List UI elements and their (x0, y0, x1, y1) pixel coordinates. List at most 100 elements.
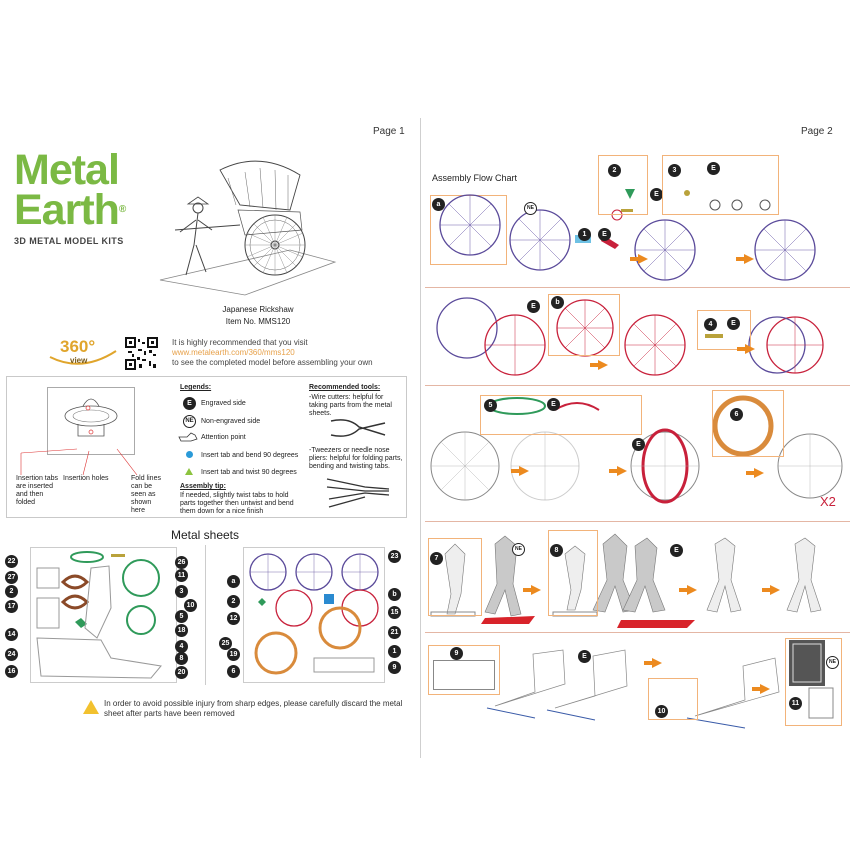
sheet-number-2b: 2 (227, 595, 240, 608)
step-10-marker: 10 (655, 705, 668, 718)
sheet-number-20: 20 (175, 666, 188, 679)
view-360-url-link[interactable]: www.metalearth.com/360/mms120 (172, 348, 295, 357)
view-360-swoosh-icon (49, 350, 117, 365)
step-6-marker: 6 (730, 408, 743, 421)
row1-e-marker-1: E (598, 228, 611, 241)
sheet-number-21: 21 (388, 626, 401, 639)
sheet-number-24: 24 (5, 648, 18, 661)
fold-lines-label: Fold lines can be seen as shown here (131, 475, 161, 514)
step-6-frame (712, 390, 784, 457)
legend-panel: Insertion tabs are inserted and then fol… (6, 376, 407, 518)
view-360-number: 360° (60, 337, 96, 356)
sheet-number-14: 14 (5, 628, 18, 641)
step-5-marker: 5 (484, 399, 497, 412)
flow-arrow-4 (737, 344, 755, 354)
sheet-number-23: 23 (388, 550, 401, 563)
row4-artwork (430, 533, 822, 628)
step-7-frame (428, 538, 482, 616)
step-a-marker: a (432, 198, 445, 211)
pliers-icon (326, 478, 390, 508)
sheet-number-8: 8 (175, 652, 188, 665)
row5-artwork (486, 640, 834, 729)
sheet-number-2: 2 (5, 585, 18, 598)
step-9-part (433, 660, 495, 690)
assembly-tip-title: Assembly tip: (180, 483, 226, 490)
metal-earth-logo: Metal Earth® 3D METAL MODEL KITS (14, 146, 126, 247)
insertion-tabs-label: Insertion tabs are inserted and then fol… (16, 475, 59, 506)
row-separator-4 (425, 632, 850, 633)
row-separator-3 (425, 521, 850, 522)
row3-artwork (430, 395, 843, 504)
view-360-badge[interactable]: 360° view (46, 337, 118, 369)
row1-e-marker-2: E (650, 188, 663, 201)
row-separator-2 (425, 385, 850, 386)
step-11-marker: 11 (789, 697, 802, 710)
flow-arrow-5 (511, 466, 529, 476)
green-triangle-icon (185, 468, 193, 475)
sheet-number-26: 26 (175, 556, 188, 569)
flow-arrow-2 (736, 254, 754, 264)
flow-arrow-8 (523, 585, 541, 595)
assembly-tip-text: If needed, slightly twist tabs to hold p… (180, 492, 294, 515)
sheet-number-27: 27 (5, 571, 18, 584)
tab-diagram-drawing (64, 398, 118, 437)
sheet-number-18: 18 (175, 624, 188, 637)
step-1-marker: 1 (578, 228, 591, 241)
engraved-side-icon: E (183, 397, 196, 410)
flow-arrow-11 (644, 658, 662, 668)
sheet-number-10: 10 (184, 599, 197, 612)
sheet-part-b: b (388, 588, 401, 601)
sheet-number-11: 11 (175, 569, 188, 582)
step-9-frame (428, 645, 500, 695)
flow-arrow-3 (590, 360, 608, 370)
sheet-number-17: 17 (5, 600, 18, 613)
sheet-number-6: 6 (227, 665, 240, 678)
flow-arrow-10 (762, 585, 780, 595)
step-9-marker: 9 (450, 647, 463, 660)
step-11-frame (785, 638, 842, 726)
row4-e-marker: E (670, 544, 683, 557)
view-360-line-1: It is highly recommended that you visit (172, 338, 308, 347)
step-2-marker: 2 (608, 164, 621, 177)
sheet-number-16: 16 (5, 665, 18, 678)
page-1-label: Page 1 (373, 126, 405, 137)
sheet-number-25: 25 (219, 637, 232, 650)
flow-arrow-7 (746, 468, 764, 478)
step-3-frame (662, 155, 779, 215)
sheet-number-15: 15 (388, 606, 401, 619)
page-divider (420, 118, 421, 758)
sheets-divider (205, 545, 206, 685)
step-10-frame (648, 678, 698, 720)
row4-ne-marker: NE (512, 543, 525, 556)
tools-title: Recommended tools: (309, 384, 381, 391)
sheet-number-9: 9 (388, 661, 401, 674)
legend-engraved-label: Engraved side (201, 400, 246, 407)
sheet-number-5: 5 (175, 610, 188, 623)
logo-subtitle: 3D METAL MODEL KITS (14, 236, 124, 246)
times-two-label: X2 (820, 494, 836, 509)
row-separator-1 (425, 287, 850, 288)
qr-code-icon[interactable] (125, 337, 158, 370)
legend-twist-label: Insert tab and twist 90 degrees (201, 469, 297, 476)
step-8-marker: 8 (550, 544, 563, 557)
step-7-marker: 7 (430, 552, 443, 565)
metal-sheet-right-parts (249, 553, 379, 675)
metal-sheets-title: Metal sheets (170, 528, 240, 542)
flow-arrow-1 (630, 254, 648, 264)
row2-e-marker-2: E (727, 317, 740, 330)
tool-tweezers: -Tweezers or needle nose pliers: helpful… (309, 447, 403, 470)
wire-cutters-icon (330, 419, 386, 437)
tab-diagram (47, 387, 135, 455)
step-3-marker: 3 (668, 164, 681, 177)
view-360-line-3: to see the completed model before assemb… (172, 358, 373, 367)
rickshaw-illustration (159, 160, 337, 296)
metal-sheet-left-parts (36, 551, 162, 679)
page-2-label: Page 2 (801, 126, 833, 137)
row5-e-marker: E (578, 650, 591, 663)
insertion-holes-label: Insertion holes (63, 475, 109, 482)
metal-sheet-left (30, 547, 177, 683)
row2-artwork (436, 297, 824, 376)
logo-line-1: Metal (14, 146, 120, 194)
sheet-part-a: a (227, 575, 240, 588)
flow-arrow-6 (609, 466, 627, 476)
